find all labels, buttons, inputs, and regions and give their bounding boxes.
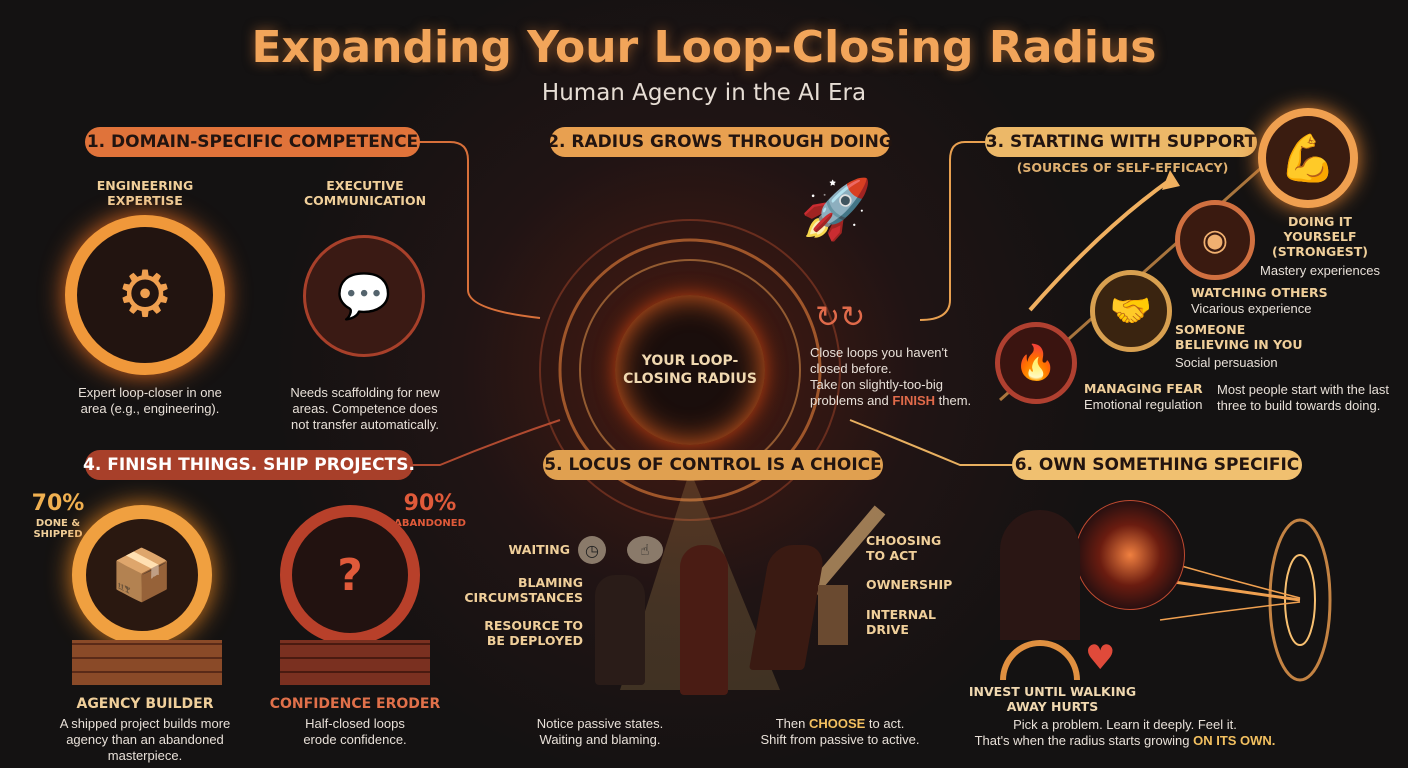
- handshake-icon: 🤝: [1090, 270, 1172, 352]
- pointing-hand-icon: ☝: [627, 536, 663, 564]
- section3-subheading: (SOURCES OF SELF-EFFICACY): [1016, 160, 1229, 175]
- done-stat: 70%: [31, 491, 85, 516]
- brick-wall-right: [280, 640, 430, 685]
- active-choosing: CHOOSING TO ACT: [866, 533, 942, 563]
- engineering-text: Expert loop-closer in one area (e.g., en…: [78, 385, 222, 416]
- passive-waiting: WAITING: [508, 542, 570, 557]
- clock-icon: ◷: [578, 536, 606, 564]
- active-internal-drive: INTERNAL DRIVE: [866, 607, 936, 637]
- control-lever-icon: [818, 585, 848, 645]
- executive-text: Needs scaffolding for new areas. Compete…: [290, 385, 440, 432]
- flexed-arm-hammer-icon: 💪: [1258, 108, 1358, 208]
- rocket-loop-icon: 🚀: [800, 175, 873, 243]
- fear-title: MANAGING FEAR: [1084, 381, 1203, 396]
- executive-label: EXECUTIVE COMMUNICATION: [303, 178, 427, 208]
- shield-flame-icon: 🔥: [995, 322, 1077, 404]
- glowing-sphere: [1075, 500, 1185, 610]
- heart-pulse-icon: ♥: [1085, 638, 1116, 678]
- section2-text: Close loops you haven't closed before. T…: [810, 345, 972, 408]
- gear-wrench-icon: ⚙: [65, 215, 225, 375]
- done-stat-label: DONE & SHIPPED: [33, 518, 83, 540]
- section2-heading: 2. RADIUS GROWS THROUGH DOING: [547, 127, 893, 157]
- passive-resource: RESOURCE TO BE DEPLOYED: [484, 618, 583, 648]
- passive-blaming: BLAMING CIRCUMSTANCES: [464, 575, 583, 605]
- engineering-label: ENGINEERING EXPERTISE: [96, 178, 194, 208]
- sitting-person-figure: [595, 575, 645, 685]
- doing-desc: Mastery experiences: [1260, 263, 1380, 278]
- section6-text: Pick a problem. Learn it deeply. Feel it…: [974, 717, 1276, 748]
- standing-person-figure: [680, 545, 728, 695]
- confidence-eroder-title: CONFIDENCE ERODER: [269, 696, 441, 712]
- active-text: Then CHOOSE to act. Shift from passive t…: [760, 716, 920, 747]
- page-title: Expanding Your Loop-Closing Radius: [251, 22, 1157, 73]
- section3-note: Most people start with the last three to…: [1217, 382, 1389, 413]
- eye-play-icon: ◉: [1175, 200, 1255, 280]
- abandoned-stat: 90%: [403, 491, 457, 516]
- confidence-eroder-text: Half-closed loops erode confidence.: [303, 716, 407, 747]
- passive-text: Notice passive states. Waiting and blami…: [536, 716, 664, 747]
- agency-builder-title: AGENCY BUILDER: [76, 696, 214, 712]
- shipped-box-icon: 📦: [72, 505, 212, 645]
- brick-wall-left: [72, 640, 222, 685]
- section6-heading: 6. OWN SOMETHING SPECIFIC: [1012, 450, 1302, 480]
- active-ownership: OWNERSHIP: [866, 577, 953, 592]
- believing-title: SOMEONE BELIEVING IN YOU: [1175, 322, 1303, 352]
- loop-arrows-icon: ↻↻: [815, 300, 866, 335]
- broken-box-question-icon: ?: [280, 505, 420, 645]
- invest-label: INVEST UNTIL WALKING AWAY HURTS: [968, 684, 1137, 714]
- watching-desc: Vicarious experience: [1191, 301, 1312, 316]
- person-holding-sphere: [1000, 510, 1080, 640]
- doing-title: DOING IT YOURSELF (STRONGEST): [1272, 214, 1368, 259]
- watching-title: WATCHING OTHERS: [1191, 285, 1328, 300]
- radius-center-label: YOUR LOOP-CLOSING RADIUS: [623, 353, 757, 387]
- section4-heading: 4. FINISH THINGS. SHIP PROJECTS.: [83, 450, 415, 480]
- abandoned-stat-label: ABANDONED: [394, 518, 466, 529]
- page-subtitle: Human Agency in the AI Era: [541, 80, 867, 106]
- section3-heading: 3. STARTING WITH SUPPORT: [985, 127, 1257, 157]
- section5-heading: 5. LOCUS OF CONTROL IS A CHOICE: [543, 450, 883, 480]
- section1-heading: 1. DOMAIN-SPECIFIC COMPETENCE: [85, 127, 420, 157]
- agency-builder-text: A shipped project builds more agency tha…: [59, 716, 231, 763]
- believing-desc: Social persuasion: [1175, 355, 1278, 370]
- fear-desc: Emotional regulation: [1084, 397, 1203, 412]
- podium-speech-icon: 💬: [303, 235, 425, 357]
